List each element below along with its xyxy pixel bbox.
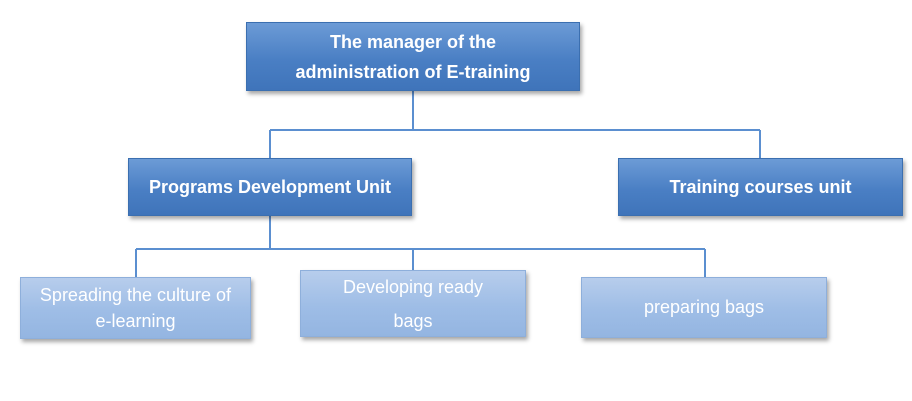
programs-development-unit-label: Programs Development Unit [148,176,392,197]
manager-title-line1: The manager of the [329,31,496,52]
developing-ready-bags-line1: Developing ready [342,276,484,297]
manager-title-line2: administration of E-training [295,61,531,82]
programs-development-unit-box: Programs Development Unit [128,158,412,216]
connector-programs-to-tasks [135,216,706,277]
preparing-bags-box: preparing bags [581,277,827,338]
manager-box: The manager of the administration of E-t… [246,22,580,91]
training-courses-unit-box: Training courses unit [618,158,903,216]
spreading-culture-box: Spreading the culture of e-learning [20,277,251,339]
spreading-culture-line1: Spreading the culture of [39,285,232,305]
developing-ready-bags-box: Developing ready bags [300,270,526,337]
training-courses-unit-label: Training courses unit [669,176,852,197]
connector-manager-to-units [269,91,761,158]
developing-ready-bags-line2: bags [393,310,433,331]
preparing-bags-label: preparing bags [643,297,765,317]
spreading-culture-line2: e-learning [95,311,176,331]
